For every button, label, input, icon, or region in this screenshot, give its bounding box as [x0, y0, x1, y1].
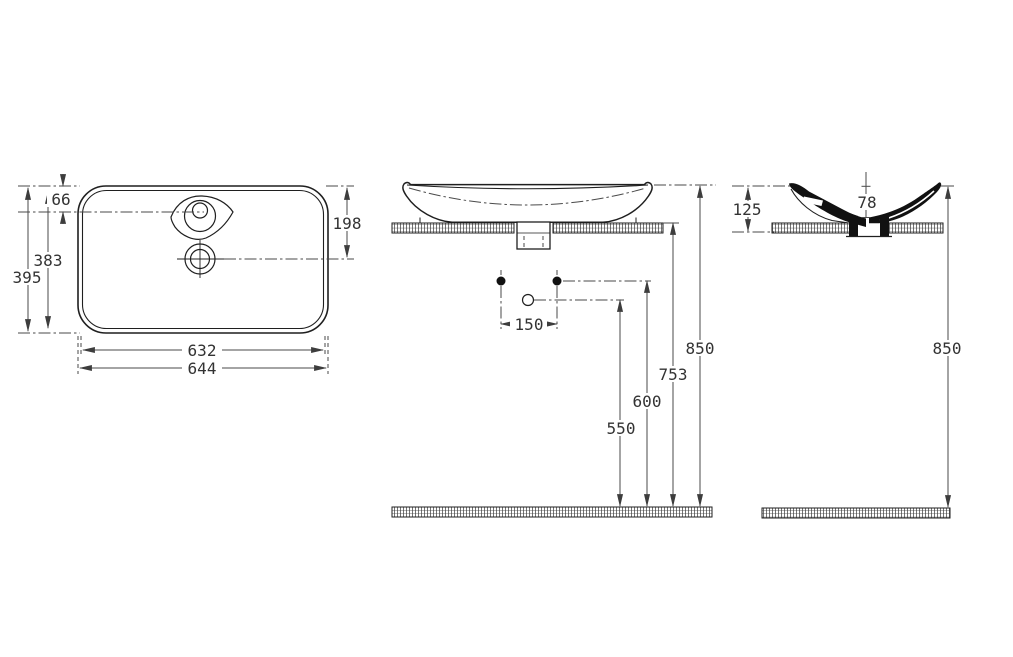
svg-text:66: 66	[51, 190, 70, 209]
top-faucet-deck-contour	[170, 195, 234, 240]
side-section-left-wall	[789, 183, 866, 227]
dim-label-78: 78	[854, 193, 881, 212]
dim-label-850-side: 850	[928, 339, 966, 358]
svg-text:600: 600	[633, 392, 662, 411]
side-counter-right	[887, 222, 944, 234]
svg-text:632: 632	[188, 341, 217, 360]
top-faucet-recess	[183, 199, 217, 233]
side-drain-wall-right	[880, 213, 889, 236]
fixing-point-right	[552, 276, 562, 286]
dim-label-600: 600	[628, 392, 666, 411]
dim-label-150: 150	[510, 315, 547, 334]
front-counter-left	[391, 222, 515, 234]
svg-text:198: 198	[333, 214, 362, 233]
dim-label-550: 550	[602, 419, 640, 438]
svg-text:850: 850	[686, 339, 715, 358]
front-drain-body	[516, 221, 551, 250]
front-basin-outline	[402, 181, 653, 224]
dim-label-850-front: 850	[681, 339, 719, 358]
svg-text:644: 644	[188, 359, 217, 378]
svg-text:125: 125	[733, 200, 762, 219]
front-inner-bowl-centerline	[408, 187, 647, 206]
side-floor	[761, 507, 951, 519]
svg-text:550: 550	[607, 419, 636, 438]
top-view: 66 383 395 198 632 644	[9, 174, 366, 378]
svg-text:78: 78	[857, 193, 876, 212]
dim-label-644: 644	[182, 359, 222, 378]
side-view: 78 125 850	[729, 172, 966, 519]
dim-label-198: 198	[329, 214, 366, 233]
spout-point	[521, 293, 535, 307]
front-counter-right	[552, 222, 664, 234]
dim-label-632: 632	[182, 341, 222, 360]
dim-label-395: 395	[9, 268, 46, 287]
side-section-right-wall	[869, 182, 942, 224]
side-outer-shell-line	[790, 188, 850, 224]
svg-text:150: 150	[515, 315, 544, 334]
svg-text:395: 395	[13, 268, 42, 287]
front-floor	[391, 506, 713, 518]
top-faucet-hole	[191, 202, 209, 219]
dim-label-66: 66	[47, 190, 75, 209]
dim-label-125: 125	[729, 200, 766, 219]
dim-label-383: 383	[30, 251, 67, 270]
svg-text:383: 383	[34, 251, 63, 270]
side-counter-left	[771, 222, 851, 234]
side-overflow-slot	[802, 196, 823, 206]
fixing-point-left	[496, 276, 506, 286]
front-rim-edge	[406, 184, 649, 190]
side-drain-wall-left	[849, 213, 858, 236]
dim-label-753: 753	[654, 365, 692, 384]
front-view: 150 550 600 753 850	[391, 181, 719, 518]
svg-text:753: 753	[659, 365, 688, 384]
svg-text:850: 850	[933, 339, 962, 358]
